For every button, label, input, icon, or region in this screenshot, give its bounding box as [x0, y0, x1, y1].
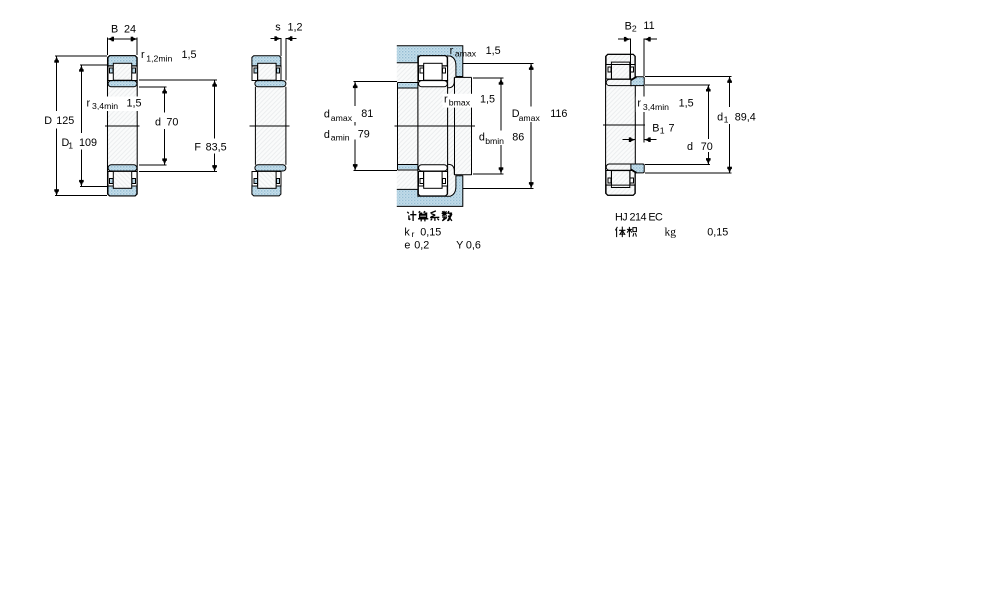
svg-text:r: r — [87, 97, 91, 109]
svg-text:0,2: 0,2 — [414, 240, 429, 252]
svg-text:125: 125 — [56, 115, 74, 127]
svg-text:d: d — [687, 141, 693, 153]
svg-text:24: 24 — [124, 24, 136, 36]
svg-text:r: r — [450, 45, 454, 57]
svg-text:2: 2 — [632, 23, 637, 33]
svg-text:1,5: 1,5 — [486, 45, 501, 57]
svg-text:86: 86 — [512, 132, 524, 144]
svg-text:d: d — [717, 111, 723, 123]
svg-text:k: k — [404, 226, 410, 238]
svg-text:kg: kg — [665, 227, 677, 239]
svg-text:70: 70 — [701, 141, 713, 153]
svg-text:B: B — [111, 24, 118, 36]
svg-text:D: D — [512, 108, 520, 120]
svg-text:1: 1 — [724, 114, 729, 124]
svg-text:83,5: 83,5 — [206, 141, 227, 153]
svg-text:0,15: 0,15 — [707, 227, 728, 239]
svg-text:1: 1 — [660, 126, 665, 136]
svg-text:B: B — [652, 123, 659, 135]
svg-text:79: 79 — [358, 129, 370, 141]
svg-text:109: 109 — [79, 137, 97, 149]
svg-text:r: r — [141, 49, 145, 61]
svg-text:1,2min: 1,2min — [146, 54, 172, 64]
svg-text:89,4: 89,4 — [735, 111, 756, 123]
svg-text:r: r — [444, 93, 448, 105]
svg-text:1,5: 1,5 — [127, 97, 142, 109]
svg-text:amin: amin — [331, 133, 350, 143]
svg-text:70: 70 — [166, 116, 178, 128]
svg-text:1,5: 1,5 — [480, 93, 495, 105]
svg-text:3,4min: 3,4min — [643, 102, 669, 112]
svg-text:amax: amax — [519, 113, 541, 123]
svg-text:r: r — [412, 229, 415, 239]
svg-text:D: D — [62, 137, 70, 149]
svg-text:F: F — [194, 141, 201, 153]
svg-text:bmax: bmax — [449, 98, 471, 108]
svg-text:e: e — [404, 240, 410, 252]
svg-text:1,5: 1,5 — [679, 98, 694, 110]
svg-text:0,15: 0,15 — [420, 227, 441, 239]
svg-text:HJ 214 EC: HJ 214 EC — [615, 211, 663, 223]
svg-text:r: r — [637, 98, 641, 110]
svg-text:1,5: 1,5 — [182, 49, 197, 61]
svg-text:0,6: 0,6 — [466, 240, 481, 252]
svg-text:1: 1 — [68, 141, 73, 151]
svg-text:d: d — [324, 129, 330, 141]
svg-text:d: d — [479, 132, 485, 144]
svg-text:amax: amax — [455, 49, 477, 59]
svg-text:d: d — [155, 116, 161, 128]
svg-text:116: 116 — [550, 108, 567, 120]
svg-text:amax: amax — [331, 113, 353, 123]
svg-text:d: d — [324, 108, 330, 120]
svg-text:B: B — [625, 21, 632, 33]
svg-text:81: 81 — [361, 108, 373, 120]
svg-text:3,4min: 3,4min — [92, 101, 118, 111]
svg-text:7: 7 — [669, 122, 675, 134]
svg-text:s: s — [275, 22, 281, 34]
svg-text:D: D — [44, 115, 52, 127]
svg-text:bmin: bmin — [485, 136, 504, 146]
svg-text:1,2: 1,2 — [288, 22, 303, 34]
svg-text:Y: Y — [456, 240, 463, 252]
svg-text:11: 11 — [643, 20, 654, 32]
